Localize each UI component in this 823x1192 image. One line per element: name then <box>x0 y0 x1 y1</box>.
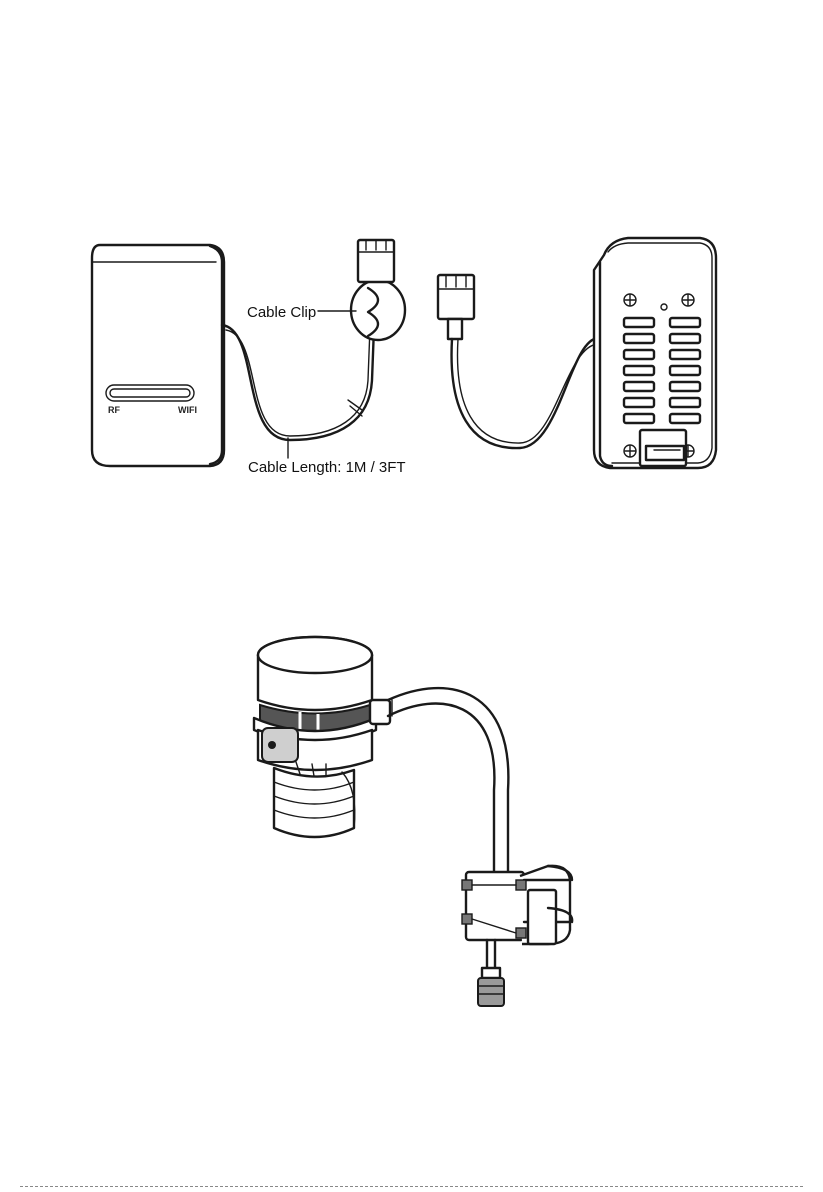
wifi-label: WIFI <box>178 405 197 415</box>
cable-connector-plug-left <box>358 240 394 282</box>
cable-clip <box>351 280 405 340</box>
sensor-back-cable <box>452 338 598 448</box>
bottom-cable-connector <box>478 940 504 1006</box>
cable-connector-plug-right <box>438 275 474 339</box>
sensor-head <box>254 637 376 837</box>
page-bottom-rule <box>20 1186 803 1187</box>
cable-clip-label: Cable Clip <box>247 304 316 321</box>
sensor-unit-back <box>594 238 716 468</box>
cable-length-label: Cable Length: 1M / 3FT <box>248 459 406 476</box>
pole-mount-bracket <box>462 866 572 944</box>
transmitter-front-unit: RF WIFI <box>92 245 224 466</box>
gooseneck-arm <box>370 688 508 880</box>
rf-label: RF <box>108 405 120 415</box>
